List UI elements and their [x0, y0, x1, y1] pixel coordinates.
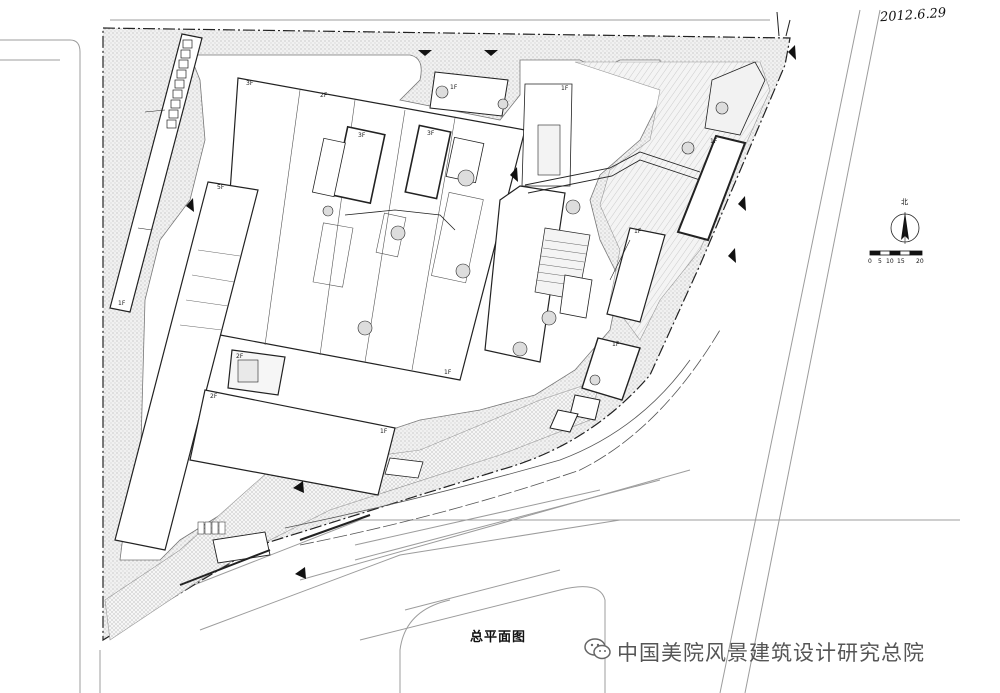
survey-ticks — [776, 11, 791, 37]
floor-label: 1F — [380, 428, 388, 435]
floor-label: 2F — [236, 353, 244, 360]
south-plaza — [104, 379, 601, 641]
scale-tick: 10 — [886, 258, 894, 265]
floor-label: 1F — [118, 300, 126, 307]
floor-label: 3F — [358, 132, 366, 139]
north-label: 北 — [901, 198, 908, 206]
surrounding-roads — [0, 9, 960, 693]
site-paths — [179, 329, 721, 586]
scale-tick: 20 — [916, 258, 924, 265]
southwest-slab — [114, 181, 259, 551]
south-slabs — [189, 349, 424, 564]
floor-label: 1F — [634, 228, 642, 235]
west-long-building — [109, 33, 203, 313]
scale-tick: 5 — [878, 258, 882, 265]
floor-label: 1F — [444, 369, 452, 376]
entrance-arrows — [186, 45, 796, 579]
watermark-text: 中国美院风景建筑设计研究总院 — [617, 641, 925, 665]
floor-label: 1F — [710, 138, 718, 145]
floor-label: 1F — [450, 84, 458, 91]
scale-tick: 0 — [868, 258, 872, 265]
floor-label: 1F — [561, 85, 569, 92]
north-arrow — [890, 212, 920, 244]
scale-bar — [869, 250, 923, 256]
floor-label: 5F — [217, 184, 225, 191]
scale-tick: 15 — [897, 258, 905, 265]
floor-label: 1F — [612, 341, 620, 348]
north-buildings — [429, 71, 573, 187]
east-buildings — [549, 61, 766, 433]
wechat-logo-icon — [584, 638, 611, 660]
floor-label: 3F — [246, 80, 254, 87]
floor-label: 2F — [210, 393, 218, 400]
main-building-block — [219, 77, 526, 381]
central-tower — [484, 151, 701, 363]
floor-label: 3F — [427, 130, 435, 137]
drawing-title: 总平面图 — [470, 630, 527, 645]
floor-label: 2F — [320, 92, 328, 99]
